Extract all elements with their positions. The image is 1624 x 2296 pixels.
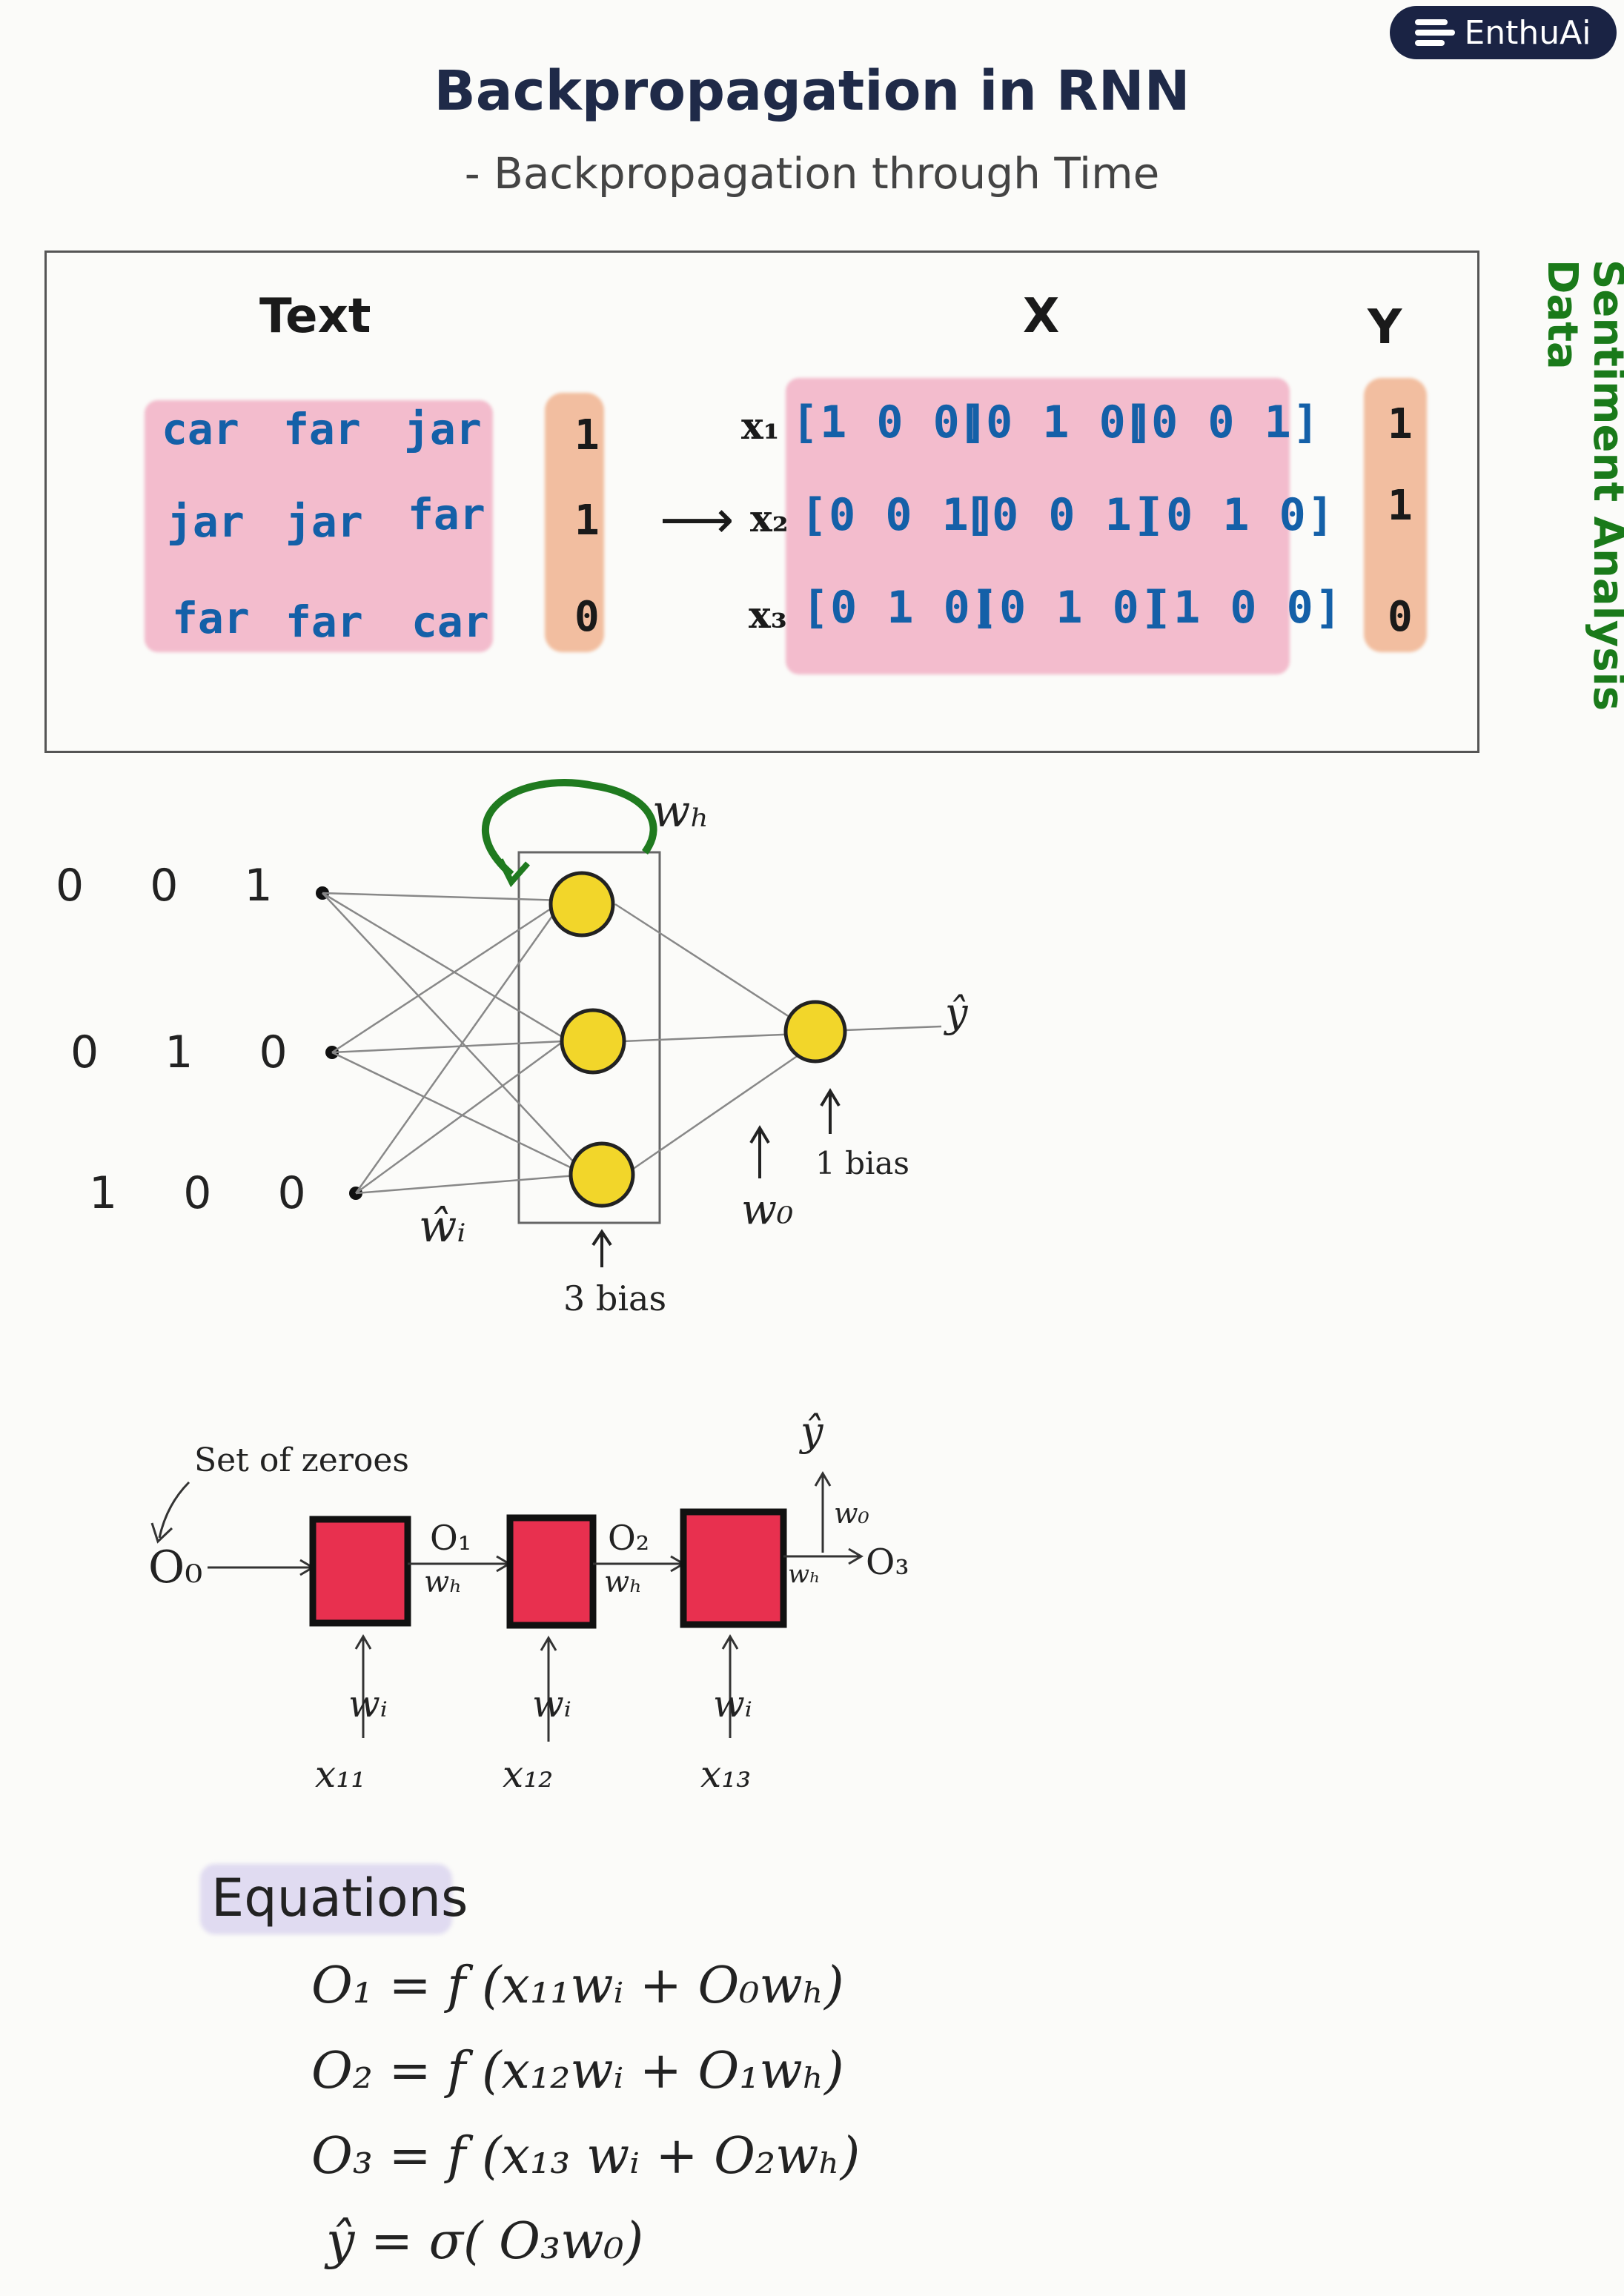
hidden-bias-label: 3 bias — [563, 1278, 667, 1318]
link1-bottom: wₕ — [424, 1565, 463, 1599]
label-highlight — [545, 393, 604, 652]
x-header: X — [1023, 289, 1060, 344]
word-r2-c2: jar — [285, 497, 363, 547]
logo-mark-icon — [1415, 18, 1456, 47]
o0-label: O₀ — [148, 1542, 203, 1593]
hidden-output-connections — [614, 903, 809, 1172]
o3-label: O₃ — [866, 1542, 909, 1583]
y-r3: 0 — [1388, 593, 1413, 641]
cell1-x: x₁₁ — [315, 1753, 366, 1796]
vector-r3-c1: [0 1 0] — [802, 582, 1000, 634]
link2-bottom: wₕ — [604, 1565, 643, 1599]
word-r1-c3: jar — [404, 404, 482, 454]
y-r1: 1 — [1388, 400, 1413, 448]
data-box — [44, 250, 1479, 753]
zeros-note: Set of zeroes — [194, 1441, 409, 1479]
recurrent-loop-arrowhead — [497, 858, 531, 888]
vector-r1-c1: [1 0 0] — [792, 397, 990, 448]
input-row-3: 1 0 0 — [89, 1167, 306, 1219]
page-title: Backpropagation in RNN — [434, 59, 1190, 123]
logo-text: EnthuAi — [1464, 13, 1591, 52]
input-row-2: 0 1 0 — [70, 1026, 288, 1078]
xlabel-r3: x₃ — [749, 593, 787, 637]
out-bias-label: 1 bias — [815, 1145, 909, 1181]
label-r2: 1 — [574, 497, 600, 545]
vector-r1-c3: [0 0 1] — [1123, 397, 1321, 448]
equation-4: ŷ = σ( O₃w₀) — [326, 2212, 644, 2271]
rnn-cell-3 — [680, 1508, 787, 1628]
y-r2: 1 — [1388, 482, 1413, 530]
label-r1: 1 — [574, 411, 600, 459]
equation-3: O₃ = f (x₁₃ wᵢ + O₂wₕ) — [311, 2127, 861, 2186]
vector-r1-c2: [0 1 0] — [958, 397, 1156, 448]
input-arrow-3 — [721, 1634, 739, 1738]
equation-2: O₂ = f (x₁₂wᵢ + O₁wₕ) — [311, 2042, 844, 2100]
unrolled-rnn — [150, 1471, 864, 1742]
hidden-node-1 — [548, 871, 615, 938]
hidden-bias-arrow — [591, 1229, 612, 1267]
zeros-note-arrow — [150, 1481, 190, 1544]
rnn-cell-1 — [309, 1516, 411, 1627]
link1-top: O₁ — [430, 1518, 472, 1558]
unrolled-yhat-label: ŷ — [801, 1408, 823, 1455]
enthuai-logo: EnthuAi — [1390, 6, 1617, 59]
equations-highlight — [200, 1864, 452, 1934]
output-line — [844, 1025, 942, 1032]
recurrent-loop — [481, 779, 657, 877]
wo-arrow — [749, 1125, 770, 1178]
label-r3: 0 — [574, 593, 600, 641]
out-bias-arrow — [820, 1088, 841, 1134]
output-yhat-label: ŷ — [945, 989, 968, 1036]
xlabel-r2: x₂ — [750, 497, 789, 540]
hidden-node-3 — [569, 1141, 635, 1208]
input-hidden-connections — [322, 892, 586, 1195]
text-header: Text — [259, 289, 371, 344]
mapping-arrow: ⟶ — [660, 489, 735, 550]
vector-highlight — [786, 378, 1290, 674]
input-arrow-1 — [354, 1634, 372, 1738]
input-arrow-2 — [540, 1636, 557, 1742]
vector-r3-c3: [1 0 0] — [1145, 582, 1343, 634]
word-r1-c2: far — [283, 404, 361, 454]
link3-bottom: wₕ — [788, 1559, 821, 1589]
xlabel-r1: x₁ — [741, 404, 780, 448]
cell3-wi: wᵢ — [713, 1682, 752, 1725]
equation-1: O₁ = f (x₁₁wᵢ + O₀wₕ) — [311, 1957, 844, 2015]
vector-r2-c1: [0 0 1] — [801, 489, 998, 541]
cell1-wi: wᵢ — [348, 1682, 388, 1725]
cell2-wi: wᵢ — [532, 1682, 571, 1725]
word-r2-c3: far — [408, 489, 485, 540]
wh-label: wₕ — [652, 786, 710, 837]
vector-r2-c3: [0 1 0] — [1138, 489, 1336, 541]
rnn-cell-2 — [506, 1514, 597, 1629]
word-r3-c2: far — [285, 597, 363, 647]
word-r3-c1: far — [172, 593, 250, 643]
wi-label: ŵᵢ — [419, 1201, 466, 1252]
equations-heading: Equations — [211, 1868, 468, 1928]
word-r1-c1: car — [162, 404, 239, 454]
vector-r3-c2: [0 1 0] — [971, 582, 1169, 634]
page-subtitle: - Backpropagation through Time — [464, 148, 1160, 199]
link2-top: O₂ — [608, 1518, 650, 1558]
cell3-x: x₁₃ — [700, 1753, 752, 1796]
hidden-layer-box — [517, 851, 661, 1224]
word-r2-c1: jar — [167, 497, 245, 547]
output-node — [783, 1000, 847, 1064]
cell2-x: x₁₂ — [503, 1753, 554, 1796]
y-header: Y — [1368, 300, 1402, 355]
vector-r2-c2: [0 0 1] — [964, 489, 1161, 541]
hidden-node-2 — [560, 1008, 626, 1075]
unrolled-wo-label: w₀ — [834, 1497, 869, 1530]
wo-label: w₀ — [741, 1186, 794, 1234]
y-highlight — [1364, 378, 1427, 652]
input-row-1: 0 0 1 — [56, 860, 273, 912]
text-highlight — [145, 400, 493, 652]
word-r3-c3: car — [411, 597, 489, 647]
